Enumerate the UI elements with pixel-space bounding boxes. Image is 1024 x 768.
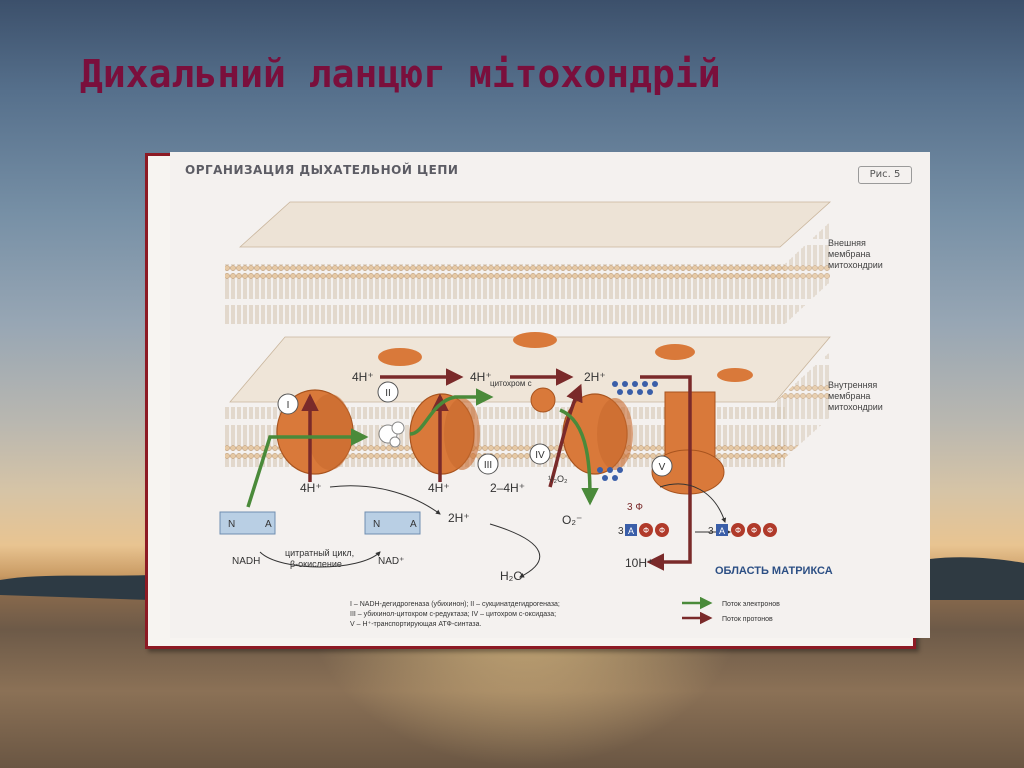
proton-label-bottom-1: 4H⁺	[300, 481, 322, 495]
svg-text:A: A	[410, 519, 417, 530]
inner-membrane-label-2: мембрана	[828, 391, 870, 401]
oxygen-ion-label: O₂⁻	[562, 513, 582, 527]
svg-text:Ф: Ф	[643, 526, 649, 535]
nad-box: N A	[364, 511, 421, 535]
complex-I	[276, 389, 354, 475]
respiratory-chain-figure: ОРГАНИЗАЦИЯ ДЫХАТЕЛЬНОЙ ЦЕПИ Рис. 5	[170, 152, 930, 638]
atp-row: 3 А Ф Ф Ф	[708, 523, 777, 537]
complex-label-II: II	[385, 388, 391, 399]
outer-membrane-label-2: мембрана	[828, 249, 870, 259]
proton-dots	[597, 381, 658, 481]
complex-III	[409, 393, 480, 475]
legend-line-3: V – H⁺-транспортирующая АТФ-синтаза.	[350, 621, 482, 628]
cycle-label-1: цитратный цикл,	[285, 548, 354, 558]
ten-h-label: 10H⁺	[625, 556, 653, 570]
svg-text:N: N	[228, 519, 235, 530]
proton-label-top-1: 4H⁺	[352, 370, 374, 384]
electron-flow-arrows	[246, 388, 599, 508]
svg-text:Ф: Ф	[735, 526, 741, 535]
matrix-label: ОБЛАСТЬ МАТРИКСА	[715, 565, 833, 577]
three-phosphate-label: 3 Ф	[627, 502, 643, 513]
water-label: H₂O	[500, 569, 523, 583]
adp-row: 3 А Ф Ф	[618, 523, 669, 537]
complex-label-circles	[277, 381, 673, 477]
svg-text:3: 3	[708, 526, 714, 537]
cycle-label-2: β-окисление	[290, 559, 342, 569]
svg-text:А: А	[628, 526, 634, 536]
complex-label-I: I	[287, 400, 290, 411]
legend-line-1: I – NADH-дегидрогеназа (убихинон); II – …	[350, 600, 560, 608]
svg-text:N: N	[373, 519, 380, 530]
nadh-label: NADH	[232, 556, 260, 567]
legend-proton-label: Поток протонов	[722, 616, 773, 623]
proton-label-top-2: 4H⁺	[470, 370, 492, 384]
outer-membrane-label-3: митохондрии	[828, 260, 883, 270]
distant-hills	[0, 557, 1024, 600]
svg-text:Ф: Ф	[767, 526, 773, 535]
outer-membrane-surface	[238, 201, 832, 248]
slide-title: Дихальний ланцюг мітохондрій	[80, 52, 721, 96]
two-h-label: 2H⁺	[448, 511, 470, 525]
inner-membrane-label-3: митохондрии	[828, 402, 883, 412]
complex-label-III: III	[484, 460, 492, 471]
proton-label-top-3: 2H⁺	[584, 370, 606, 384]
cytochrome-c-sphere	[530, 387, 556, 413]
nadh-box: N A	[219, 511, 276, 535]
legend-electron-label: Поток электронов	[722, 601, 780, 608]
half-oxygen-label: ¹/₂O₂	[548, 474, 568, 484]
outer-membrane	[225, 264, 785, 324]
proton-label-bottom-3: 2–4H⁺	[490, 481, 525, 495]
svg-text:3: 3	[618, 526, 624, 537]
complex-II	[378, 421, 405, 448]
outer-membrane-label-1: Внешняя	[828, 238, 866, 248]
figure-title: ОРГАНИЗАЦИЯ ДЫХАТЕЛЬНОЙ ЦЕПИ	[185, 163, 459, 177]
inner-membrane-label-1: Внутренняя	[828, 380, 877, 390]
svg-text:Ф: Ф	[751, 526, 757, 535]
proton-flow-arrows	[301, 368, 692, 571]
svg-text:Ф: Ф	[659, 526, 665, 535]
complex-label-V: V	[659, 462, 666, 473]
legend-line-2: III – убихинол-цитохром с-редуктаза; IV …	[350, 610, 556, 618]
proton-label-bottom-2: 4H⁺	[428, 481, 450, 495]
nad-label: NAD⁺	[378, 556, 404, 567]
complex-label-IV: IV	[535, 450, 545, 461]
svg-text:А: А	[719, 526, 725, 536]
cytochrome-c-label: цитохром с	[490, 379, 532, 388]
svg-text:A: A	[265, 519, 272, 530]
complex-IV	[562, 393, 633, 475]
figure-number: Рис. 5	[858, 166, 912, 184]
